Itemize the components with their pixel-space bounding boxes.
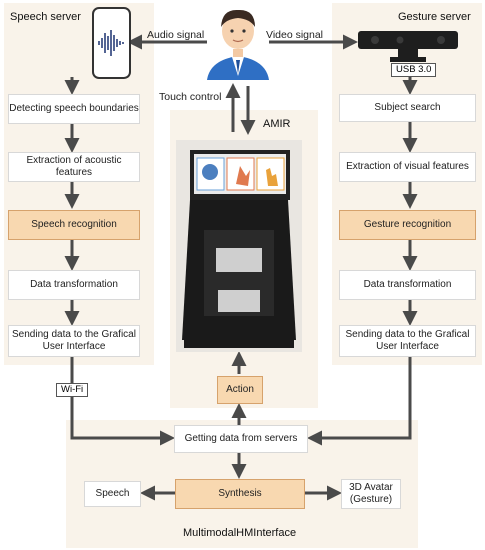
smartphone-icon: [92, 7, 131, 79]
gesture-step-recognition: Gesture recognition: [339, 210, 476, 240]
amir-title: AMIR: [263, 118, 291, 130]
user-avatar-icon: [207, 9, 269, 80]
gesture-step-sending-data: Sending data to the Grafical User Interf…: [339, 325, 476, 357]
usb-link-tag: USB 3.0: [391, 63, 437, 77]
video-signal-label: Video signal: [266, 29, 324, 41]
avatar-output-box: 3D Avatar (Gesture): [341, 479, 401, 509]
gesture-step-visual-features: Extraction of visual features: [339, 152, 476, 182]
speech-step-data-transformation: Data transformation: [8, 270, 140, 300]
wifi-link-tag: Wi-Fi: [56, 383, 89, 397]
gesture-step-data-transformation: Data transformation: [339, 270, 476, 300]
touch-control-label: Touch control: [159, 91, 222, 103]
speech-server-title: Speech server: [10, 11, 81, 23]
speech-step-sending-data: Sending data to the Grafical User Interf…: [8, 325, 140, 357]
depth-camera-icon: [358, 31, 458, 62]
speech-output-box: Speech: [84, 481, 141, 507]
speech-step-detecting-boundaries: Detecting speech boundaries: [8, 94, 140, 124]
action-box: Action: [217, 376, 263, 404]
amir-robot-image: [176, 140, 302, 352]
avatar-output-line2: (Gesture): [349, 494, 393, 505]
avatar-output-line1: 3D Avatar: [349, 482, 393, 493]
audio-signal-label: Audio signal: [147, 29, 205, 41]
getting-data-box: Getting data from servers: [174, 425, 308, 453]
speech-step-recognition: Speech recognition: [8, 210, 140, 240]
gesture-step-subject-search: Subject search: [339, 94, 476, 122]
synthesis-box: Synthesis: [175, 479, 305, 509]
interface-title: MultimodalHMInterface: [183, 527, 297, 539]
speech-step-acoustic-features: Extraction of acoustic features: [8, 152, 140, 182]
gesture-server-title: Gesture server: [398, 11, 471, 23]
